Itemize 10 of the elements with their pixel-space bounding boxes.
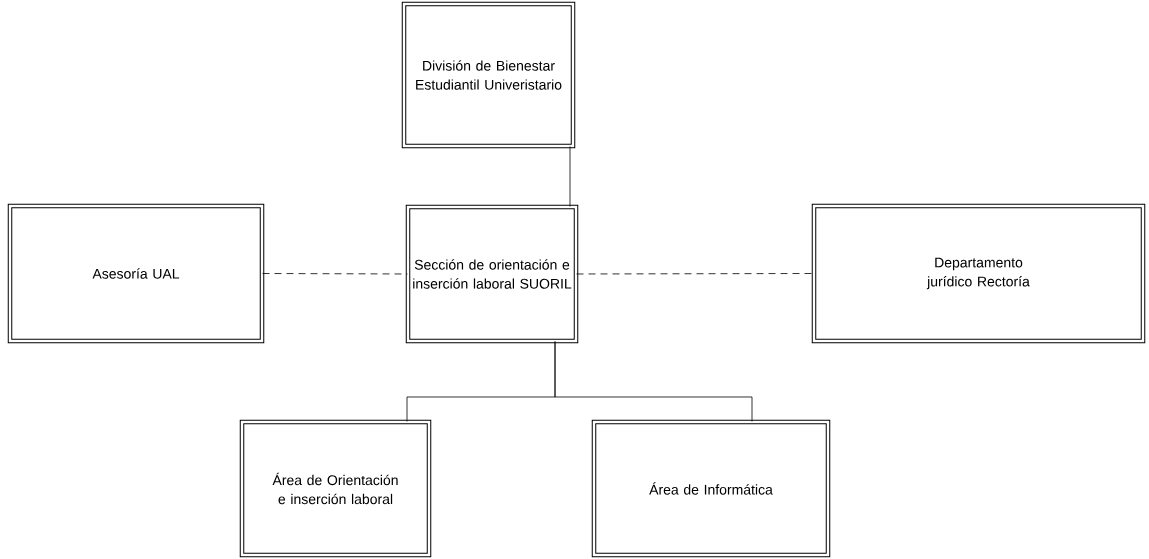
org-box: Área de Orientación e inserción laboral <box>239 419 432 558</box>
org-box: Asesoría UAL <box>7 203 265 344</box>
connector-line <box>576 273 814 275</box>
org-box: División de Bienestar Estudiantil Univeristario <box>401 1 576 149</box>
connector-line <box>569 146 571 207</box>
connector-line <box>554 341 753 422</box>
org-box: Área de Informática <box>591 419 831 558</box>
org-box: Departamento jurídico Rectoría <box>811 203 1146 344</box>
org-box: Sección de orientación e inserción laboral SUORIL <box>405 204 579 344</box>
connector-line <box>262 273 408 275</box>
